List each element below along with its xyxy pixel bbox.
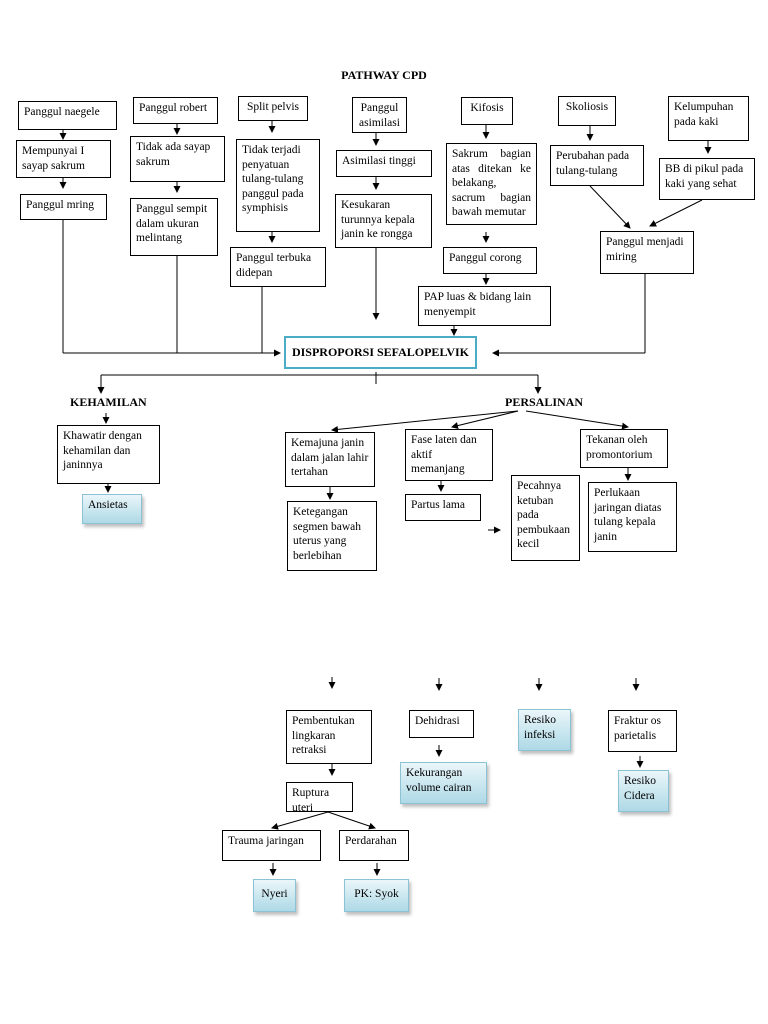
box-pecahnya-ketuban: Pecahnya ketuban pada pembukaan kecil xyxy=(511,475,580,561)
box-kelumpuhan-kaki: Kelumpuhan pada kaki xyxy=(668,96,749,141)
box-skoliosis: Skoliosis xyxy=(558,96,616,126)
box-resiko-infeksi: Resiko infeksi xyxy=(518,709,571,751)
box-khawatir: Khawatir dengan kehamilan dan janinnya xyxy=(57,425,160,484)
box-mempunyai-sayap: Mempunyai I sayap sakrum xyxy=(16,140,111,178)
box-pembentukan-lingkaran: Pembentukan lingkaran retraksi xyxy=(286,710,372,764)
box-panggul-sempit: Panggul sempit dalam ukuran melintang xyxy=(130,198,218,256)
box-disproporsi-sefalopelvik: DISPROPORSI SEFALOPELVIK xyxy=(284,336,477,369)
box-kemajuna-janin: Kemajuna janin dalam jalan lahir tertaha… xyxy=(285,432,375,487)
box-kifosis: Kifosis xyxy=(461,97,513,125)
box-pk-syok: PK: Syok xyxy=(344,879,409,912)
box-bb-dipikul: BB di pikul pada kaki yang sehat xyxy=(659,158,755,200)
box-fase-laten: Fase laten dan aktif memanjang xyxy=(405,429,493,481)
box-ruptura-uteri: Ruptura uteri xyxy=(286,782,353,814)
box-kesukaran-turunnya: Kesukaran turunnya kepala janin ke rongg… xyxy=(335,194,432,248)
box-panggul-terbuka: Panggul terbuka didepan xyxy=(230,247,326,287)
box-pap-luas: PAP luas & bidang lain menyempit xyxy=(418,286,551,326)
box-perdarahan: Perdarahan xyxy=(339,830,409,861)
box-tidak-ada-sayap: Tidak ada sayap sakrum xyxy=(130,136,225,182)
box-sakrum-bagian: Sakrum bagian atas ditekan ke belakang, … xyxy=(446,143,537,225)
box-tidak-terjadi: Tidak terjadi penyatuan tulang-tulang pa… xyxy=(236,139,320,232)
box-resiko-cidera: Resiko Cidera xyxy=(618,770,669,812)
box-panggul-robert: Panggul robert xyxy=(133,97,218,124)
box-split-pelvis: Split pelvis xyxy=(238,96,308,121)
box-panggul-asimilasi: Panggul asimilasi xyxy=(352,97,407,133)
box-kekurangan-volume: Kekurangan volume cairan xyxy=(400,762,487,804)
box-tekanan-promontorium: Tekanan oleh promontorium xyxy=(580,429,668,468)
diagram-title: PATHWAY CPD xyxy=(341,68,427,82)
box-panggul-corong: Panggul corong xyxy=(443,247,537,274)
box-dehidrasi: Dehidrasi xyxy=(409,710,474,738)
box-ansietas: Ansietas xyxy=(82,494,142,524)
box-trauma-jaringan: Trauma jaringan xyxy=(222,830,321,861)
box-perlukaan-jaringan: Perlukaan jaringan diatas tulang kepala … xyxy=(588,482,677,552)
label-kehamilan: KEHAMILAN xyxy=(70,395,147,409)
label-persalinan: PERSALINAN xyxy=(505,395,584,409)
box-partus-lama: Partus lama xyxy=(405,494,481,521)
box-nyeri: Nyeri xyxy=(253,879,296,912)
box-panggul-miring: Panggul menjadi miring xyxy=(600,231,694,274)
box-panggul-naegele: Panggul naegele xyxy=(18,101,117,130)
box-panggul-mring: Panggul mring xyxy=(20,194,107,220)
box-asimilasi-tinggi: Asimilasi tinggi xyxy=(336,150,432,177)
box-perubahan-tulang: Perubahan pada tulang-tulang xyxy=(550,145,644,186)
box-ketegangan-segmen: Ketegangan segmen bawah uterus yang berl… xyxy=(287,501,377,571)
box-fraktur-os: Fraktur os parietalis xyxy=(608,710,677,752)
